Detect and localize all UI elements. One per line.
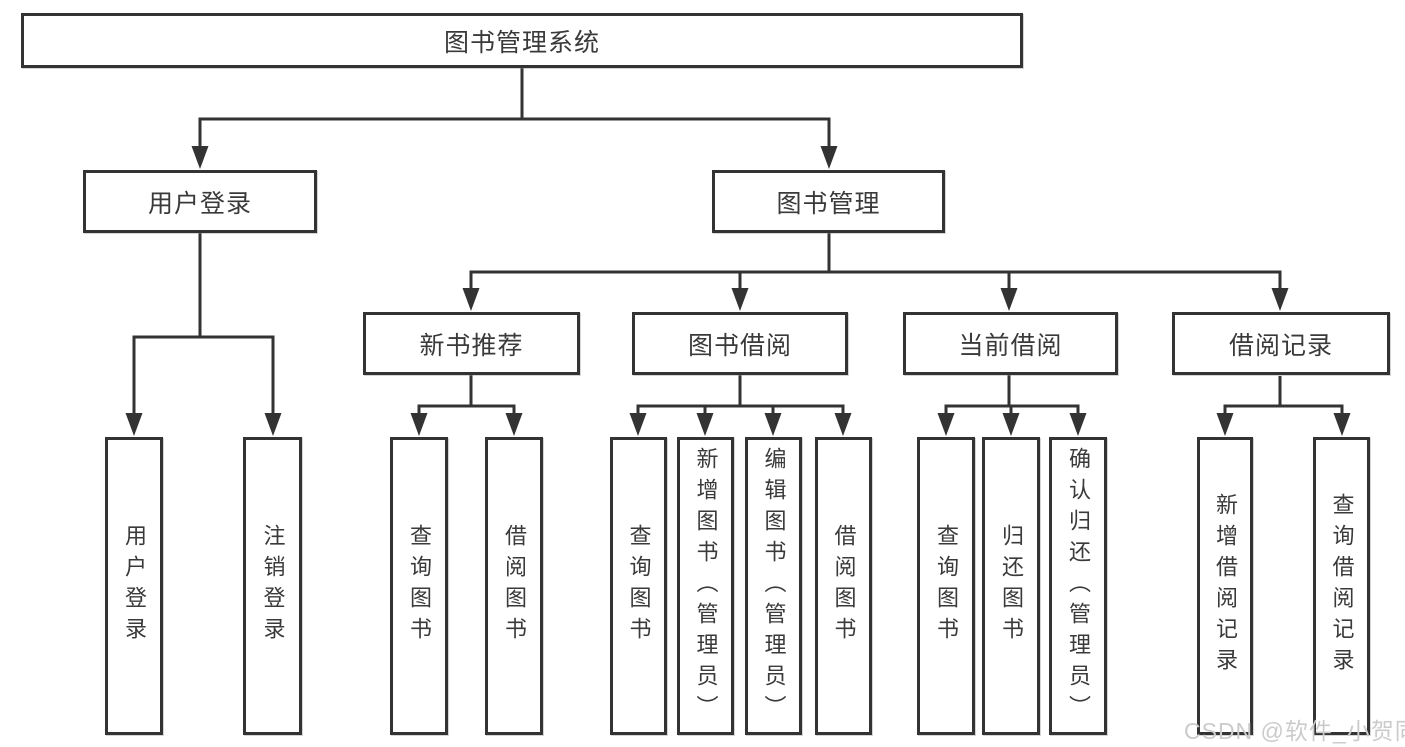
leaf-label: 查询图书 — [934, 524, 959, 648]
leaf-return-book: 归还图书 — [982, 437, 1040, 735]
node-user-login: 用户登录 — [83, 170, 317, 233]
leaf-query-books-recommend: 查询图书 — [390, 437, 448, 735]
leaf-label: 注销登录 — [260, 524, 286, 648]
node-book-borrow: 图书借阅 — [632, 312, 848, 375]
node-new-book-recommend: 新书推荐 — [363, 312, 580, 375]
node-book-management: 图书管理 — [712, 170, 945, 233]
node-label: 当前借阅 — [958, 331, 1063, 360]
leaf-label: 编辑图书（管理员） — [761, 446, 787, 726]
node-current-borrow: 当前借阅 — [903, 312, 1118, 375]
leaf-edit-book-admin: 编辑图书（管理员） — [745, 437, 802, 735]
arrowheads — [125, 146, 1351, 436]
node-root: 图书管理系统 — [21, 13, 1023, 68]
leaf-label: 查询图书 — [626, 524, 652, 648]
leaf-borrow-books: 借阅图书 — [815, 437, 872, 735]
leaf-logout: 注销登录 — [243, 437, 302, 735]
leaf-label: 用户登录 — [122, 524, 147, 648]
node-label: 用户登录 — [147, 189, 252, 218]
leaf-label: 借阅图书 — [831, 524, 857, 648]
leaf-add-borrow-record: 新增借阅记录 — [1197, 437, 1253, 735]
leaf-label: 借阅图书 — [502, 524, 527, 648]
node-root-label: 图书管理系统 — [443, 28, 600, 57]
node-borrow-records: 借阅记录 — [1172, 312, 1390, 375]
leaf-label: 新增图书（管理员） — [693, 446, 719, 726]
leaf-query-books-current: 查询图书 — [917, 437, 975, 735]
node-label: 图书管理 — [776, 189, 881, 218]
node-label: 新书推荐 — [419, 331, 524, 360]
leaf-label: 新增借阅记录 — [1213, 493, 1238, 679]
leaf-confirm-return-admin: 确认归还（管理员） — [1049, 437, 1107, 735]
leaf-label: 确认归还（管理员） — [1066, 446, 1091, 726]
node-label: 图书借阅 — [687, 331, 792, 360]
leaf-label: 归还图书 — [999, 524, 1024, 648]
leaf-add-book-admin: 新增图书（管理员） — [677, 437, 734, 735]
leaf-query-borrow-record: 查询借阅记录 — [1313, 437, 1370, 735]
leaf-user-login: 用户登录 — [105, 437, 163, 735]
leaf-label: 查询图书 — [407, 524, 432, 648]
leaf-label: 查询借阅记录 — [1329, 493, 1355, 679]
watermark-text: CSDN @软件_小贺同学 — [1184, 718, 1405, 744]
node-label: 借阅记录 — [1228, 331, 1333, 360]
leaf-borrow-books-recommend: 借阅图书 — [485, 437, 543, 735]
leaf-query-books-borrow: 查询图书 — [610, 437, 667, 735]
